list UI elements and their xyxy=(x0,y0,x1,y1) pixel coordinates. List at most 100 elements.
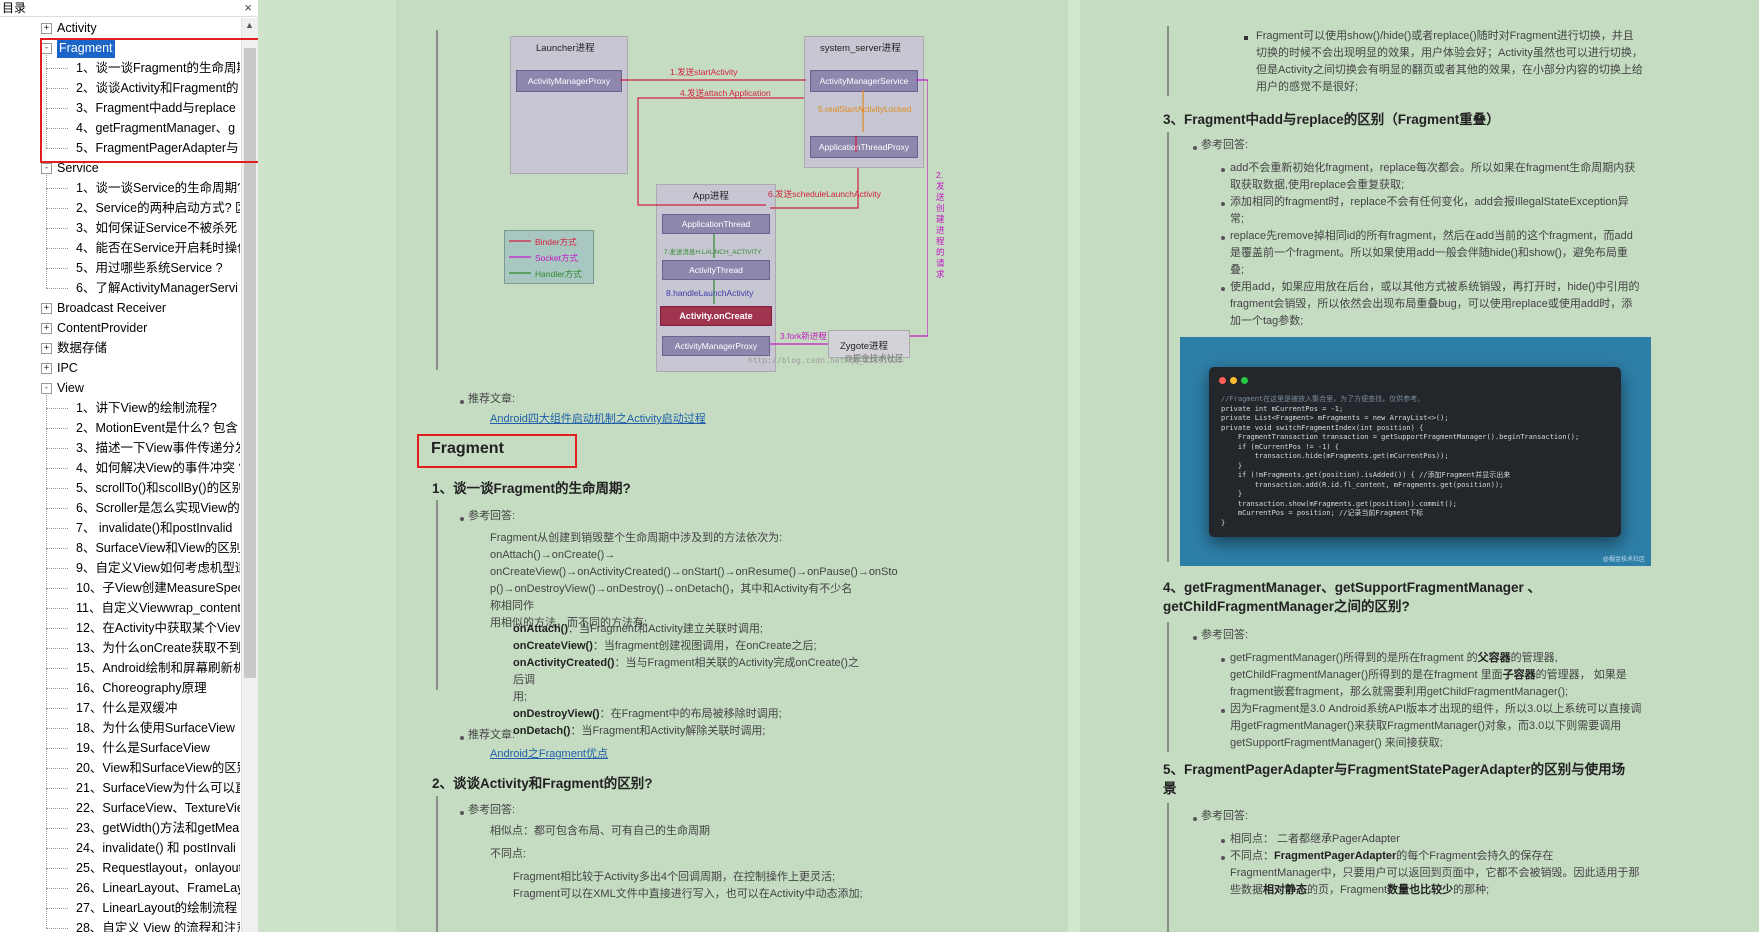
toc-entry[interactable]: 21、SurfaceView为什么可以直 xyxy=(0,778,240,798)
toc-entry[interactable]: 7、 invalidate()和postInvalid xyxy=(0,518,240,538)
scroll-up-icon[interactable]: ▲ xyxy=(245,20,254,30)
toc-entry[interactable]: 20、View和SurfaceView的区别 xyxy=(0,758,240,778)
toc-entry[interactable]: 28、自定义 View 的流程和注意 xyxy=(0,918,240,932)
expand-icon[interactable]: + xyxy=(41,323,52,334)
answer-label-1: 参考回答: xyxy=(468,510,516,522)
toc-entry[interactable]: 4、getFragmentManager、g xyxy=(0,118,240,138)
toc-entry[interactable]: 22、SurfaceView、TextureVie xyxy=(0,798,240,818)
activity-oncreate-box: Activity.onCreate xyxy=(660,306,772,326)
bullet xyxy=(1221,236,1225,240)
quote-bar xyxy=(436,796,438,932)
difference-1: Fragment相比较于Activity多出4个回调周期，在控制操作上更灵活; xyxy=(513,871,836,883)
tree-connector xyxy=(46,628,68,629)
toc-entry[interactable]: 19、什么是SurfaceView xyxy=(0,738,240,758)
toc-entry[interactable]: 5、用过哪些系统Service ? xyxy=(0,258,240,278)
tree-connector xyxy=(46,428,68,429)
tree-connector xyxy=(46,748,68,749)
toc-entry[interactable]: 5、scrollTo()和scollBy()的区别 xyxy=(0,478,240,498)
recommend-label-1: 推荐文章: xyxy=(468,393,516,405)
q1-answer-body: Fragment从创建到销毁整个生命周期中涉及到的方法依次为: onAttach… xyxy=(490,530,898,632)
toc-entry[interactable]: 9、自定义View如何考虑机型适 xyxy=(0,558,240,578)
difference-label: 不同点: xyxy=(490,848,527,860)
toc-category[interactable]: +Activity xyxy=(0,18,240,38)
toc-category[interactable]: +ContentProvider xyxy=(0,318,240,338)
toc-entry[interactable]: 15、Android绘制和屏幕刷新机 xyxy=(0,658,240,678)
question-2-title: 2、谈谈Activity和Fragment的区别? xyxy=(432,776,653,791)
toc-scrollbar[interactable]: ▲ xyxy=(241,18,258,932)
toc-entry[interactable]: 27、LinearLayout的绘制流程 xyxy=(0,898,240,918)
diagram-watermark-2: @掘金技术社区 xyxy=(844,353,904,363)
toc-category[interactable]: +数据存储 xyxy=(0,338,240,358)
method-oncreateview: onCreateView()：当fragment创建视图调用，在onCreate… xyxy=(513,640,817,652)
toc-entry[interactable]: 6、了解ActivityManagerServi xyxy=(0,278,240,298)
expand-icon[interactable]: + xyxy=(41,23,52,34)
toc-entry[interactable]: 3、描述一下View事件传递分发 xyxy=(0,438,240,458)
toc-entry[interactable]: 1、谈一谈Service的生命周期? xyxy=(0,178,240,198)
toc-entry[interactable]: 3、Fragment中add与replace xyxy=(0,98,240,118)
step-2-label: 2.发送创建进程的请求 xyxy=(936,170,945,279)
toc-entry[interactable]: 25、Requestlayout，onlayout xyxy=(0,858,240,878)
tree-connector xyxy=(46,928,68,929)
toc-category[interactable]: -Service xyxy=(0,158,240,178)
toc-entry[interactable]: 10、子View创建MeasureSpec xyxy=(0,578,240,598)
recommend-link-1[interactable]: Android四大组件启动机制之Activity启动过程 xyxy=(490,413,706,425)
toc-entry[interactable]: 17、什么是双缓冲 xyxy=(0,698,240,718)
toc-category[interactable]: -View xyxy=(0,378,240,398)
toc-entry[interactable]: 2、MotionEvent是什么? 包含 xyxy=(0,418,240,438)
window-close-dot xyxy=(1219,377,1226,384)
close-icon[interactable]: × xyxy=(244,0,252,15)
toc-category[interactable]: -Fragment xyxy=(0,38,240,58)
toc-entry[interactable]: 5、FragmentPagerAdapter与 xyxy=(0,138,240,158)
q4-b2-line2: 用getFragmentManager()来获取FragmentManager(… xyxy=(1230,720,1622,732)
tree-connector xyxy=(46,188,68,189)
toc-entry[interactable]: 4、如何解决View的事件冲突 ? xyxy=(0,458,240,478)
toc-entry[interactable]: 2、Service的两种启动方式? 区 xyxy=(0,198,240,218)
toc-category[interactable]: +IPC xyxy=(0,358,240,378)
toc-entry[interactable]: 4、能否在Service开启耗时操作 xyxy=(0,238,240,258)
tree-connector xyxy=(46,488,68,489)
quote-bar xyxy=(1167,622,1169,752)
toc-entry[interactable]: 23、getWidth()方法和getMea xyxy=(0,818,240,838)
toc-entry[interactable]: 12、在Activity中获取某个View xyxy=(0,618,240,638)
expand-icon[interactable]: + xyxy=(41,363,52,374)
toc-label: Fragment xyxy=(57,38,115,58)
toc-entry[interactable]: 24、invalidate() 和 postInvali xyxy=(0,838,240,858)
scroll-thumb[interactable] xyxy=(244,48,256,678)
app-amp-box: ActivityManagerProxy xyxy=(662,336,770,356)
q3-a2-line2: 常; xyxy=(1230,213,1245,225)
toc-entry[interactable]: 11、自定义Viewwrap_content xyxy=(0,598,240,618)
step-8-label: 8.handleLaunchActivity xyxy=(666,288,754,298)
toc-entry[interactable]: 8、SurfaceView和View的区别 xyxy=(0,538,240,558)
code-line: } xyxy=(1221,518,1226,527)
answer-label-3: 参考回答: xyxy=(1201,139,1249,151)
activity-launch-diagram: Launcher进程 ActivityManagerProxy system_s… xyxy=(448,30,945,380)
legend-binder: Binder方式 xyxy=(535,237,577,247)
toc-label: 3、描述一下View事件传递分发 xyxy=(76,441,240,455)
toc-label: 23、getWidth()方法和getMea xyxy=(76,821,240,835)
recommend-link-2[interactable]: Android之Fragment优点 xyxy=(490,748,608,760)
lifecycle-methods-list: onAttach()：当Fragment和Activity建立关联时调用; on… xyxy=(513,621,868,740)
toc-entry[interactable]: 2、谈谈Activity和Fragment的 xyxy=(0,78,240,98)
toc-entry[interactable]: 13、为什么onCreate获取不到 xyxy=(0,638,240,658)
toc-entry[interactable]: 3、如何保证Service不被杀死 ? xyxy=(0,218,240,238)
method-ondetach: onDetach()：当Fragment和Activity解除关联时调用; xyxy=(513,725,766,737)
toc-entry[interactable]: 26、LinearLayout、FrameLay xyxy=(0,878,240,898)
expand-icon[interactable]: + xyxy=(41,343,52,354)
toc-label: Broadcast Receiver xyxy=(57,301,167,315)
toc-entry[interactable]: 1、谈一谈Fragment的生命周期 xyxy=(0,58,240,78)
toc-entry[interactable]: 16、Choreography原理 xyxy=(0,678,240,698)
toc-entry[interactable]: 6、Scroller是怎么实现View的 xyxy=(0,498,240,518)
tree-connector xyxy=(46,208,68,209)
toc-entry[interactable]: 1、讲下View的绘制流程? xyxy=(0,398,240,418)
toc-label: 21、SurfaceView为什么可以直 xyxy=(76,781,240,795)
tree-connector xyxy=(46,548,68,549)
toc-entry[interactable]: 18、为什么使用SurfaceView xyxy=(0,718,240,738)
toc-label: 5、FragmentPagerAdapter与 xyxy=(76,141,239,155)
toc-category[interactable]: + Broadcast Receiver xyxy=(0,298,240,318)
tree-connector xyxy=(46,173,47,288)
highlight-box-section xyxy=(417,434,577,468)
question-3-title: 3、Fragment中add与replace的区别（Fragment重叠） xyxy=(1163,112,1500,127)
expand-icon[interactable]: + xyxy=(41,303,52,314)
diagram-arrows xyxy=(620,79,928,345)
toc-label: 4、getFragmentManager、g xyxy=(76,121,236,135)
